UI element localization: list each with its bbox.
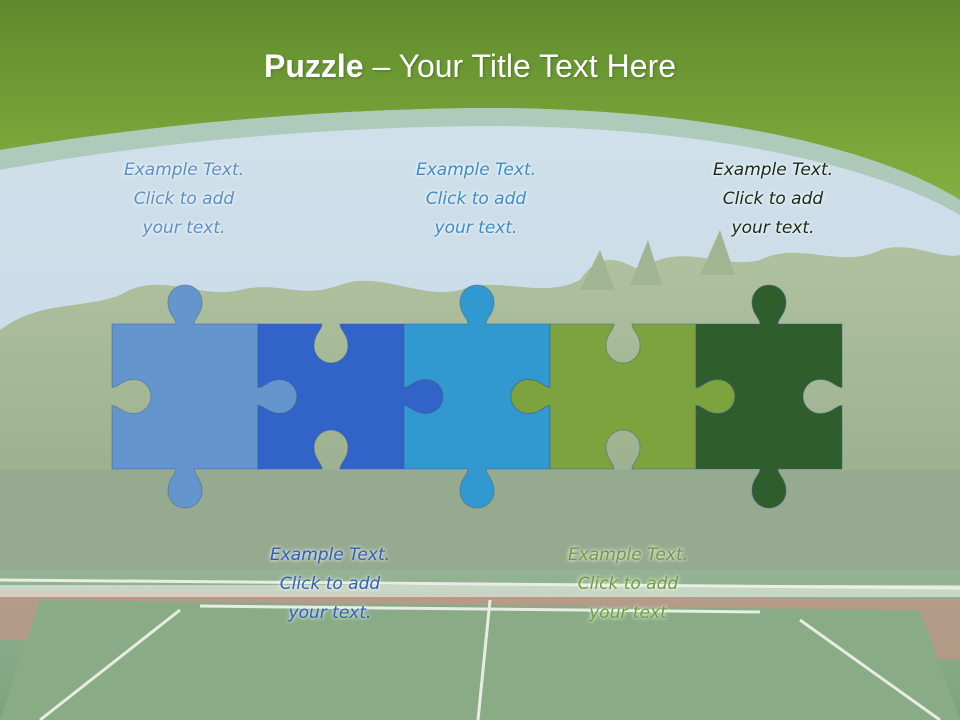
note-line: Example Text. (567, 545, 689, 565)
note-line: Example Text. (269, 545, 391, 565)
text-placeholder-1[interactable]: Example Text. Click to add your text. (94, 156, 274, 243)
note-line: Example Text. (712, 160, 834, 180)
note-line: your text. (434, 218, 518, 238)
note-line: your text. (288, 603, 372, 623)
note-line: your text (589, 603, 667, 623)
text-placeholder-3[interactable]: Example Text. Click to add your text. (683, 156, 863, 243)
note-line: your text. (731, 218, 815, 238)
note-line: Click to add (279, 574, 381, 594)
puzzle-piece-5[interactable] (695, 284, 843, 509)
note-line: Click to add (425, 189, 527, 209)
note-line: Click to add (722, 189, 824, 209)
title-rest: – Your Title Text Here (363, 48, 677, 84)
slide-title[interactable]: Puzzle – Your Title Text Here (0, 48, 940, 85)
note-line: Example Text. (123, 160, 245, 180)
text-placeholder-4[interactable]: Example Text. Click to add your text. (240, 541, 420, 628)
note-line: your text. (142, 218, 226, 238)
note-line: Click to add (577, 574, 679, 594)
note-line: Example Text. (415, 160, 537, 180)
title-bold: Puzzle (263, 48, 364, 84)
note-line: Click to add (133, 189, 235, 209)
puzzle-piece-1[interactable] (111, 284, 298, 509)
text-placeholder-2[interactable]: Example Text. Click to add your text. (386, 156, 566, 243)
text-placeholder-5[interactable]: Example Text. Click to add your text (538, 541, 718, 628)
